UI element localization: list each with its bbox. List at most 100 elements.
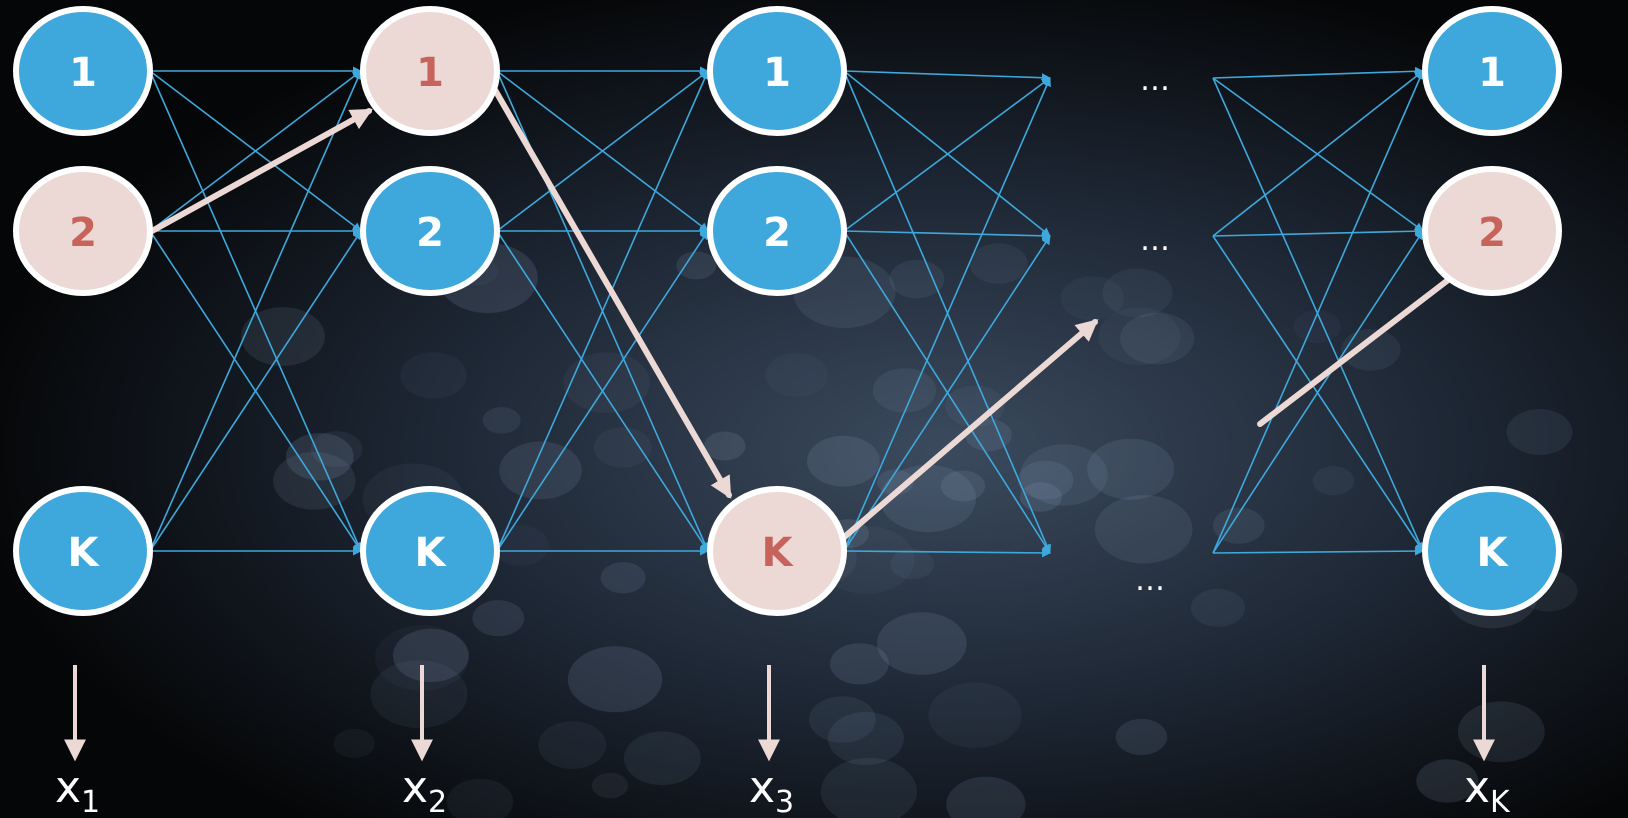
texture-blob — [890, 548, 934, 580]
texture-blob — [1506, 409, 1573, 455]
texture-blob — [400, 352, 467, 399]
observation-subscript: 3 — [775, 785, 794, 818]
texture-blob — [940, 470, 986, 502]
texture-blob — [374, 625, 469, 691]
state-node: 2 — [13, 166, 153, 296]
texture-blob — [809, 696, 876, 743]
transition-edge — [1212, 230, 1424, 554]
transition-edge — [843, 230, 1051, 241]
observation-subscript: 1 — [81, 785, 100, 818]
texture-blob — [593, 427, 652, 468]
texture-blob — [591, 772, 629, 799]
texture-blob — [1120, 312, 1195, 365]
state-node: K — [1422, 486, 1562, 616]
observation-symbol: x — [402, 762, 428, 813]
texture-blob — [310, 431, 363, 468]
state-node-label: 2 — [416, 210, 444, 256]
texture-blob — [1020, 444, 1108, 506]
state-node: 2 — [707, 166, 847, 296]
state-node-label: K — [1477, 530, 1510, 576]
path-arrow — [488, 80, 732, 499]
transition-edge — [843, 70, 1051, 237]
texture-blob — [482, 407, 521, 434]
texture-blob — [1341, 329, 1401, 371]
state-node-circle — [1422, 486, 1562, 616]
texture-blob — [1060, 276, 1125, 321]
texture-blob — [1115, 718, 1168, 756]
state-node-circle — [1422, 6, 1562, 136]
state-node-circle — [13, 166, 153, 296]
state-node-label: 1 — [416, 50, 444, 96]
state-node-circle — [360, 6, 500, 136]
transition-edge — [1212, 235, 1424, 552]
state-node: 2 — [360, 166, 500, 296]
state-node: 1 — [1422, 6, 1562, 136]
observation-symbol: x — [55, 762, 81, 813]
texture-blob — [1190, 588, 1245, 627]
observation-subscript: K — [1490, 785, 1511, 818]
transition-edge — [1212, 77, 1424, 552]
texture-blob — [446, 778, 514, 818]
texture-blob — [567, 646, 663, 713]
texture-blob — [928, 682, 1022, 748]
transition-edges — [149, 66, 1424, 558]
ellipsis-row-3: … — [1135, 563, 1165, 598]
texture-blob — [1293, 310, 1341, 343]
texture-blob — [392, 628, 469, 683]
transition-edge — [496, 70, 709, 552]
texture-blob — [1019, 482, 1062, 512]
transition-edge — [843, 235, 1051, 552]
texture-blob — [1102, 268, 1173, 318]
transition-edge — [1212, 546, 1424, 556]
state-node-circle — [360, 166, 500, 296]
ellipsis-row-2: … — [1140, 223, 1170, 258]
transition-edge — [149, 70, 362, 232]
transition-edge — [843, 77, 1051, 232]
texture-blob — [880, 465, 976, 533]
observation-label: xK — [1464, 762, 1511, 818]
state-node: 1 — [707, 6, 847, 136]
texture-blob — [704, 431, 746, 461]
state-node-label: K — [762, 530, 795, 576]
texture-blob — [827, 711, 904, 766]
texture-blob — [969, 243, 1028, 284]
texture-blob — [676, 251, 717, 280]
texture-blob — [765, 353, 828, 397]
highlighted-path — [149, 80, 1473, 542]
texture-blob — [1312, 466, 1355, 496]
state-node-circle — [13, 486, 153, 616]
transition-edge — [1212, 66, 1424, 79]
path-arrow — [149, 108, 373, 234]
path-arrow — [839, 319, 1099, 542]
texture-blob — [1098, 307, 1181, 365]
state-node-label: K — [415, 530, 448, 576]
state-node-circle — [1422, 166, 1562, 296]
texture-blob — [623, 731, 701, 786]
state-node-label: 2 — [69, 210, 97, 256]
texture-blob — [491, 525, 549, 566]
observation-label: x1 — [55, 762, 100, 818]
transition-edge — [1212, 70, 1424, 554]
texture-blob — [472, 600, 525, 637]
transition-edge — [1212, 70, 1424, 237]
transition-edge — [496, 70, 709, 232]
texture-blob — [820, 757, 917, 818]
transition-edge — [149, 230, 362, 552]
state-node-label: 2 — [1478, 210, 1506, 256]
texture-blob — [877, 612, 967, 675]
texture-blob — [872, 368, 937, 413]
observation-symbol: x — [1464, 762, 1490, 813]
state-node: 1 — [13, 6, 153, 136]
state-node-label: 2 — [763, 210, 791, 256]
texture-blob — [600, 562, 646, 594]
state-node-circle — [707, 166, 847, 296]
ellipsis-row-1: … — [1140, 63, 1170, 98]
transition-edge — [843, 230, 1051, 554]
transition-edge — [843, 70, 1051, 83]
transition-edge — [843, 548, 1051, 558]
state-node-circle — [13, 6, 153, 136]
